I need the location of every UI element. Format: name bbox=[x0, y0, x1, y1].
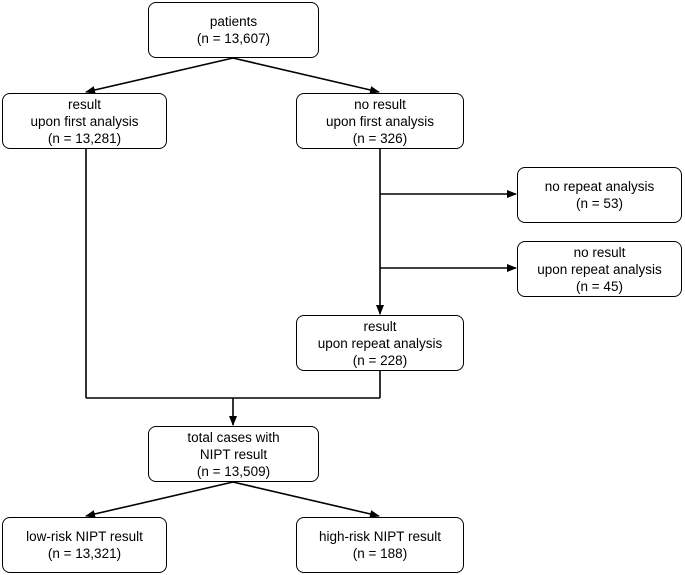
node-no-repeat-analysis: no repeat analysis (n = 53) bbox=[517, 167, 682, 223]
node-result-repeat-line-2: upon repeat analysis bbox=[317, 335, 443, 351]
node-low-risk-line-1: low-risk NIPT result bbox=[26, 529, 143, 544]
node-low-risk-line-2: (n = 13,321) bbox=[47, 546, 122, 561]
node-patients-line-1: patients bbox=[209, 14, 258, 29]
node-result-first-line-1: result bbox=[67, 96, 101, 112]
node-high-risk-line-1: high-risk NIPT result bbox=[318, 529, 442, 544]
node-no-result-repeat-analysis: no result upon repeat analysis (n = 45) bbox=[517, 241, 682, 297]
node-no-repeat-line-1: no repeat analysis bbox=[544, 179, 655, 194]
node-noresult-repeat-line-1: no result bbox=[573, 244, 626, 260]
node-result-first-analysis: result upon first analysis (n = 13,281) bbox=[2, 93, 167, 149]
node-noresult-repeat-line-3: (n = 45) bbox=[576, 278, 623, 294]
node-total-line-2: NIPT result bbox=[199, 446, 268, 462]
arrow-patients-to-noresult-first bbox=[232, 57, 380, 94]
node-high-risk-result: high-risk NIPT result (n = 188) bbox=[296, 517, 464, 573]
node-result-repeat-analysis: result upon repeat analysis (n = 228) bbox=[296, 315, 464, 371]
node-total-line-3: (n = 13,509) bbox=[196, 463, 271, 479]
node-noresult-first-line-3: (n = 326) bbox=[352, 130, 408, 146]
node-noresult-first-line-1: no result bbox=[354, 96, 406, 112]
node-result-first-line-2: upon first analysis bbox=[30, 113, 139, 129]
node-noresult-repeat-line-2: upon repeat analysis bbox=[537, 261, 662, 277]
arrow-total-to-low-risk bbox=[85, 481, 234, 518]
node-result-first-line-3: (n = 13,281) bbox=[47, 130, 122, 146]
node-low-risk-result: low-risk NIPT result (n = 13,321) bbox=[2, 517, 167, 573]
node-result-repeat-line-1: result bbox=[363, 318, 397, 334]
node-result-repeat-line-3: (n = 228) bbox=[352, 352, 408, 368]
node-total-cases: total cases with NIPT result (n = 13,509… bbox=[148, 426, 319, 482]
node-no-repeat-line-2: (n = 53) bbox=[576, 196, 623, 211]
arrow-patients-to-result-first bbox=[85, 57, 234, 94]
node-patients-line-2: (n = 13,607) bbox=[196, 31, 271, 46]
arrow-total-to-high-risk bbox=[232, 481, 380, 518]
node-noresult-first-line-2: upon first analysis bbox=[325, 113, 435, 129]
node-patients: patients (n = 13,607) bbox=[148, 2, 319, 58]
node-no-result-first-analysis: no result upon first analysis (n = 326) bbox=[296, 93, 464, 149]
node-high-risk-line-2: (n = 188) bbox=[352, 546, 408, 561]
node-total-line-1: total cases with bbox=[187, 429, 280, 445]
